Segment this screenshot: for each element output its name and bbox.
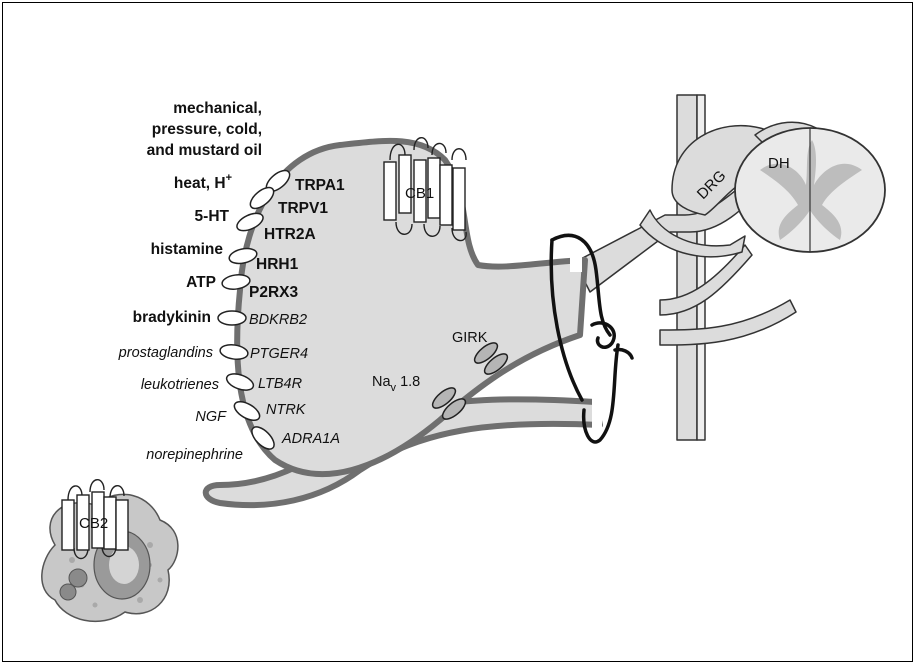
cb1-helix-1 <box>384 162 396 220</box>
cb2-helix-5 <box>116 500 128 550</box>
label-ntrk: NTRK <box>266 402 307 418</box>
stimulus-serotonin: 5-HT <box>195 208 230 225</box>
immune-cell <box>42 480 178 622</box>
label-ptger4: PTGER4 <box>250 346 308 362</box>
label-cb2: CB2 <box>79 515 108 532</box>
label-bdkrb2: BDKRB2 <box>249 312 307 328</box>
stimulus-leukotrienes: leukotrienes <box>141 377 219 393</box>
stimulus-mechanical-line2: pressure, cold, <box>152 121 262 138</box>
label-dh: DH <box>768 155 790 172</box>
spinal-cord <box>735 128 885 252</box>
cb1-helix-2 <box>399 155 411 213</box>
axon-gap-bottom <box>592 398 602 428</box>
cb1-helix-6 <box>453 168 465 230</box>
stimulus-histamine: histamine <box>151 241 224 258</box>
cb2-helix-1 <box>62 500 74 550</box>
label-adra1a: ADRA1A <box>281 431 340 447</box>
label-trpa1: TRPA1 <box>295 177 345 194</box>
bdkrb2-receptor <box>218 311 246 325</box>
stimulus-heat-superscript: + <box>226 172 232 184</box>
label-cb1: CB1 <box>405 185 434 202</box>
vesicle-b <box>60 584 76 600</box>
stimulus-heat-text: heat, H <box>174 175 226 192</box>
label-nav-number: 1.8 <box>396 374 420 390</box>
label-htr2a: HTR2A <box>264 226 316 243</box>
stimulus-heat: heat, H+ <box>174 172 232 192</box>
label-ltb4r: LTB4R <box>258 376 303 392</box>
label-girk: GIRK <box>452 330 488 346</box>
stimulus-bradykinin: bradykinin <box>133 309 211 326</box>
label-nav-main: Na <box>372 374 391 390</box>
stimulus-mechanical-line1: mechanical, <box>173 100 262 117</box>
stimulus-mechanical-line3: and mustard oil <box>147 142 262 159</box>
nucleus-core <box>109 546 139 584</box>
stimulus-atp: ATP <box>186 274 216 291</box>
stimulus-prostaglandins: prostaglandins <box>118 345 213 361</box>
cb1-helix-5 <box>440 165 452 225</box>
label-p2rx3: P2RX3 <box>249 284 298 301</box>
label-trpv1: TRPV1 <box>278 200 328 217</box>
vesicle-a <box>69 569 87 587</box>
stimulus-norepinephrine: norepinephrine <box>146 447 243 463</box>
stimulus-ngf: NGF <box>195 409 227 425</box>
label-hrh1: HRH1 <box>256 256 299 273</box>
axon-gap-top <box>570 252 582 272</box>
